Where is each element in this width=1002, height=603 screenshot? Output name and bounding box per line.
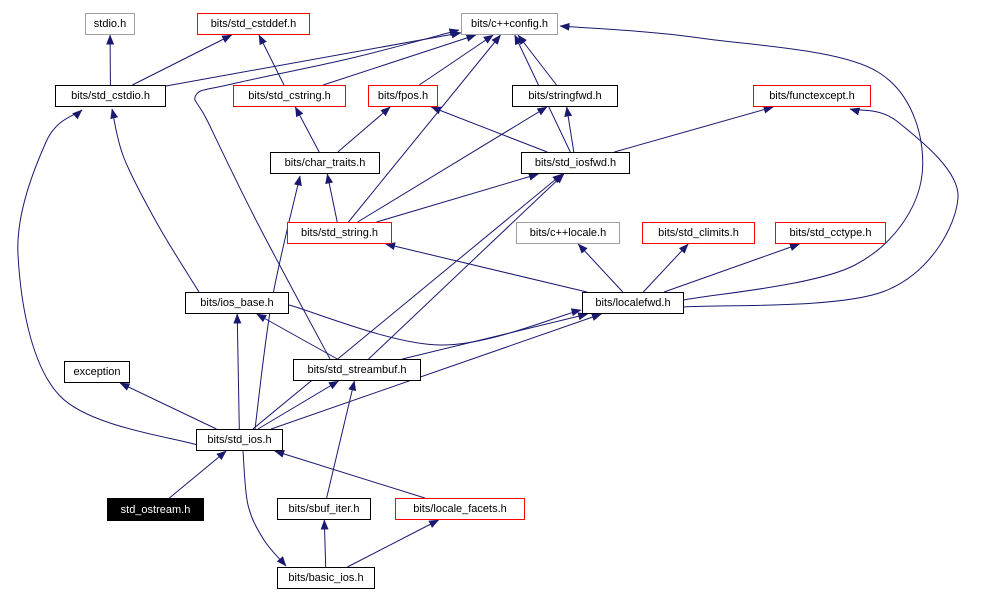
edge-streambuf-to-localefwd: [402, 312, 589, 360]
edge-ios_base-to-cstdio: [110, 108, 200, 293]
node-clocale: bits/c++locale.h: [516, 222, 620, 244]
edge-cstdio-to-cstddef: [132, 34, 233, 86]
edge-std_ios-to-ios_base: [233, 313, 242, 430]
edge-streambuf-to-iosfwd: [368, 173, 565, 360]
node-ios_base[interactable]: bits/ios_base.h: [185, 292, 289, 314]
edge-localefwd-to-functexcept: [683, 107, 959, 308]
edge-streambuf-to-ios_base: [256, 313, 338, 360]
edge-std_ostream-to-std_ios: [169, 450, 227, 499]
edge-basic_ios-to-sbuf_iter: [320, 519, 329, 568]
edge-sbuf_iter-to-streambuf: [326, 380, 357, 499]
edge-streambuf-to-config: [194, 28, 460, 360]
node-cstdio[interactable]: bits/std_cstdio.h: [55, 85, 166, 107]
node-fpos[interactable]: bits/fpos.h: [368, 85, 438, 107]
edge-cstring-to-cstddef: [258, 34, 285, 86]
edge-localefwd-to-climits: [642, 243, 689, 293]
edge-iosfwd-to-fpos: [430, 106, 548, 153]
node-localefwd[interactable]: bits/localefwd.h: [582, 292, 684, 314]
node-sbuf_iter[interactable]: bits/sbuf_iter.h: [277, 498, 371, 520]
edge-std_string-to-stringfwd: [357, 106, 548, 223]
node-std_string[interactable]: bits/std_string.h: [287, 222, 392, 244]
edge-cstdio-to-config: [165, 30, 462, 87]
edge-iosfwd-to-functexcept: [614, 105, 774, 153]
edge-std_ios-to-basic_ios: [242, 450, 287, 567]
edge-std_ios-to-cstdio: [17, 109, 202, 447]
edge-iosfwd-to-stringfwd: [564, 106, 575, 153]
node-stringfwd[interactable]: bits/stringfwd.h: [512, 85, 618, 107]
edge-char_traits-to-fpos: [337, 106, 391, 153]
edge-basic_ios-to-locale_facets: [347, 519, 440, 568]
node-streambuf[interactable]: bits/std_streambuf.h: [293, 359, 421, 381]
node-functexcept[interactable]: bits/functexcept.h: [753, 85, 871, 107]
node-stdio: stdio.h: [85, 13, 135, 35]
node-config: bits/c++config.h: [461, 13, 558, 35]
node-std_ios[interactable]: bits/std_ios.h: [196, 429, 283, 451]
edge-std_ios-to-exception: [119, 382, 217, 430]
edge-locale_facets-to-std_ios: [274, 450, 425, 499]
node-basic_ios[interactable]: bits/basic_ios.h: [277, 567, 375, 589]
node-exception[interactable]: exception: [64, 361, 130, 383]
edge-localefwd-to-config: [559, 22, 924, 301]
edge-std_string-to-config: [348, 34, 501, 223]
edge-fpos-to-config: [418, 34, 494, 86]
edge-std_ios-to-streambuf: [257, 380, 339, 430]
edge-localefwd-to-cctype: [663, 243, 800, 293]
edge-std_ios-to-localefwd: [270, 313, 602, 430]
edge-std_string-to-char_traits: [325, 173, 338, 223]
edge-localefwd-to-clocale: [577, 243, 624, 293]
edge-ios_base-to-localefwd: [288, 304, 582, 346]
edge-std_ios-to-iosfwd: [252, 173, 563, 430]
node-iosfwd[interactable]: bits/std_iosfwd.h: [521, 152, 630, 174]
edge-char_traits-to-cstring: [294, 106, 320, 153]
node-cctype[interactable]: bits/std_cctype.h: [775, 222, 886, 244]
edge-cstring-to-config: [322, 34, 477, 86]
node-cstring[interactable]: bits/std_cstring.h: [233, 85, 346, 107]
node-locale_facets[interactable]: bits/locale_facets.h: [395, 498, 525, 520]
node-climits[interactable]: bits/std_climits.h: [642, 222, 755, 244]
node-cstddef[interactable]: bits/std_cstddef.h: [197, 13, 310, 35]
edge-localefwd-to-std_string: [385, 242, 587, 293]
edge-std_string-to-iosfwd: [376, 172, 539, 223]
node-char_traits[interactable]: bits/char_traits.h: [270, 152, 380, 174]
node-std_ostream: std_ostream.h: [107, 498, 204, 521]
edge-stringfwd-to-config: [517, 34, 557, 86]
